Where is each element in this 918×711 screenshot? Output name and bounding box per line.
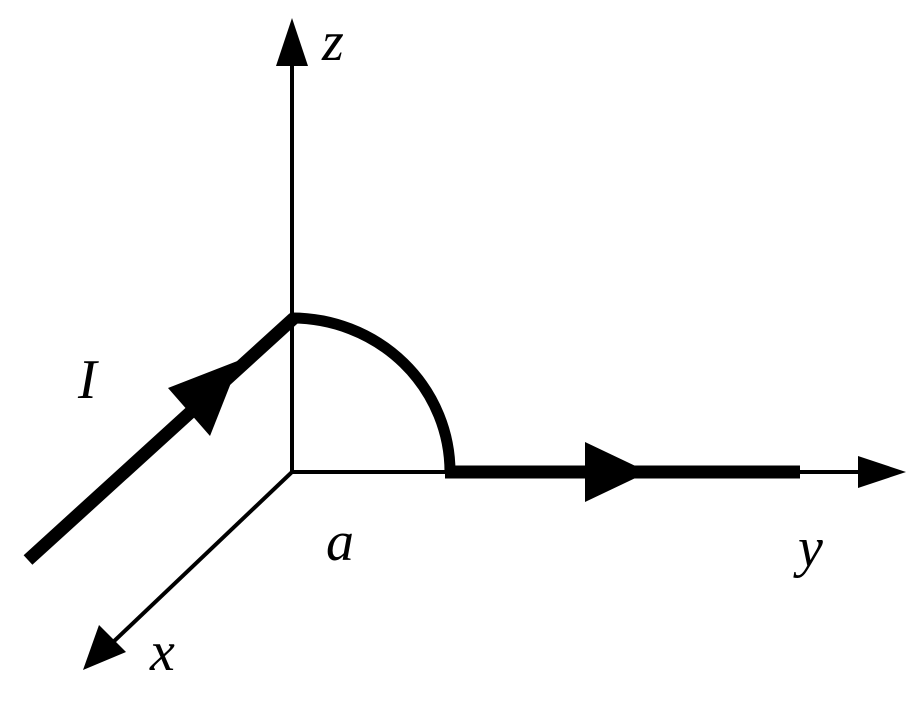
incoming-wire <box>23 313 299 565</box>
y-axis-label: y <box>798 517 823 579</box>
y-axis-arrowhead <box>858 456 906 488</box>
quarter-circle-wire <box>291 312 456 473</box>
x-axis-arrowhead <box>83 625 126 670</box>
incoming-current-arrowhead <box>168 360 240 436</box>
x-axis <box>108 470 294 647</box>
current-label: I <box>78 349 97 411</box>
z-axis-arrowhead <box>276 18 308 66</box>
radius-label: a <box>326 511 354 573</box>
x-axis-label: x <box>150 621 175 683</box>
outgoing-current-arrowhead <box>585 442 648 502</box>
z-axis-label: z <box>322 11 344 73</box>
